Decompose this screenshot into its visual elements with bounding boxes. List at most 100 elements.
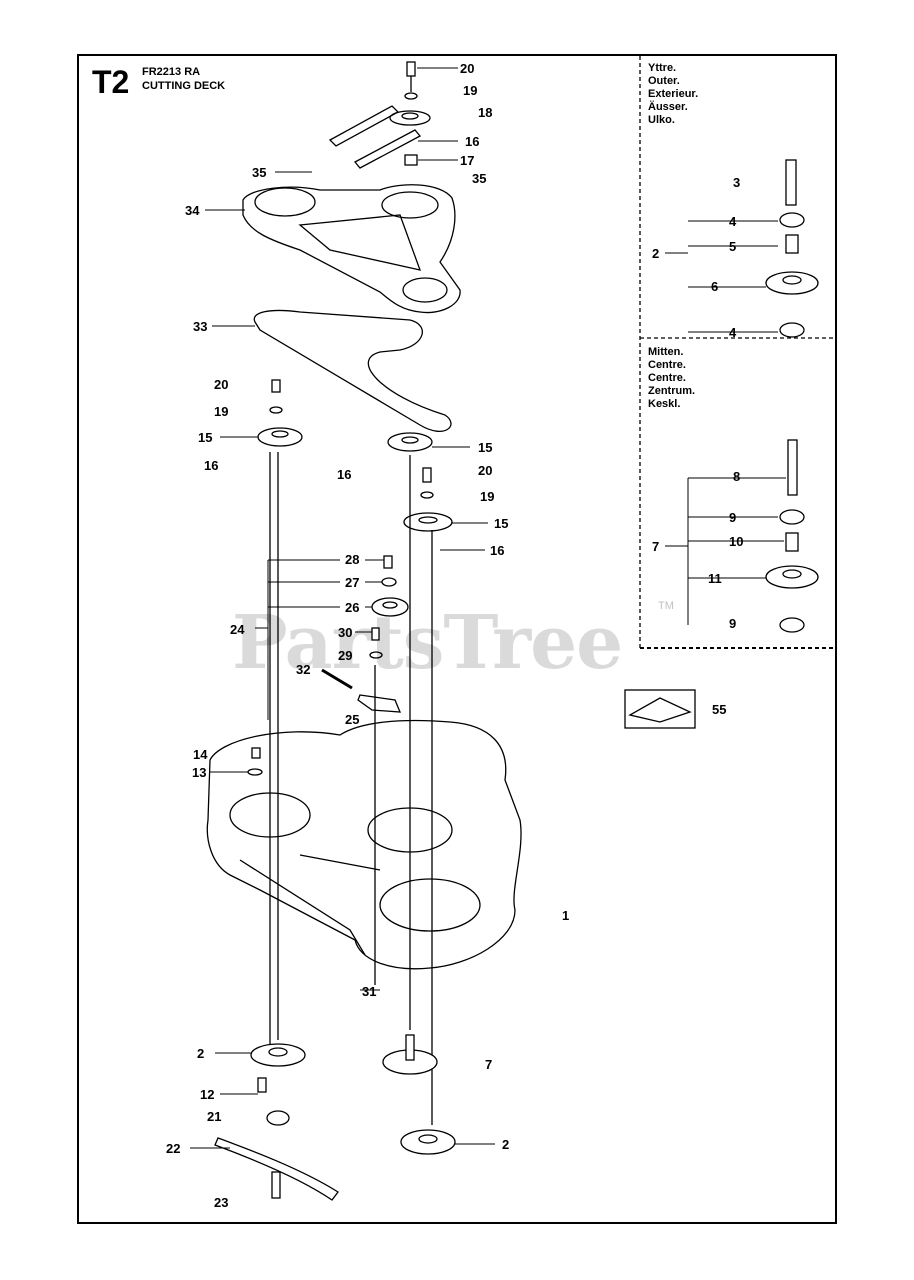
watermark: PartsTree [232,600,623,686]
bolt-14 [251,747,261,759]
inset-spacer-5 [785,234,799,254]
callout-7: 7 [485,1057,493,1072]
spindle-housing-2-right [400,1129,456,1155]
pulley-15-center-top [387,432,433,452]
callout-20: 20 [460,61,475,76]
callout-16: 16 [337,467,352,482]
callout-7: 7 [652,539,660,554]
tension-pulley-26 [371,597,409,617]
callout-12: 12 [200,1087,215,1102]
callout-35: 35 [472,171,487,186]
decal-55 [624,689,696,729]
inset-bearing-9-top [779,509,805,525]
callout-6: 6 [711,279,719,294]
trademark-mark: TM [658,600,674,612]
bearing-21 [266,1110,290,1126]
callout-20: 20 [214,377,229,392]
legend-center-fr: Centre. [648,372,686,384]
washer-19-center [420,491,434,499]
top-washer [404,92,418,100]
blade-bolt-23 [271,1171,281,1199]
callout-8: 8 [733,469,741,484]
callout-2: 2 [652,246,660,261]
callout-28: 28 [345,552,360,567]
legend-outer-fr: Exterieur. [648,88,699,100]
belt-guide-bracket [328,105,422,169]
bolt-20-left [271,379,281,393]
top-bolt [406,61,416,92]
callout-34: 34 [185,203,200,218]
spindle-housing-2-left [250,1043,306,1067]
callout-4: 4 [729,214,737,229]
blade-22 [214,1137,339,1201]
spring-32 [321,668,353,690]
callout-15: 15 [198,430,213,445]
belt-33 [253,309,452,432]
legend-outer-en: Outer. [648,75,680,87]
inset-bearing-9-bottom [779,617,805,633]
legend-center-fi: Keskl. [648,398,681,410]
diagram-title: CUTTING DECK [142,80,226,92]
callout-20: 20 [478,463,493,478]
inset-bearing-4-top [779,212,805,228]
callout-21: 21 [207,1109,222,1124]
callout-26: 26 [345,600,360,615]
bolt-30 [371,627,380,641]
spacer-17 [404,154,418,166]
bolt-20-center [422,467,432,483]
inset-bearing-4-bottom [779,322,805,338]
legend-center-sv: Mitten. [648,346,684,358]
callout-2: 2 [502,1137,510,1152]
belt-cover-34 [242,184,461,314]
pulley-15-center [403,512,453,532]
callout-30: 30 [338,625,353,640]
callout-31: 31 [362,984,377,999]
callout-35: 35 [252,165,267,180]
callout-9: 9 [729,616,737,631]
callout-16: 16 [490,543,505,558]
callout-15: 15 [494,516,509,531]
legend-center-de: Zentrum. [648,385,696,397]
bolt-28 [383,555,393,569]
spindle-housing-7-center [382,1034,438,1075]
callout-24: 24 [230,622,245,637]
callout-15: 15 [478,440,493,455]
washer-27 [381,577,397,587]
legend-outer-sv: Yttre. [648,62,677,74]
callout-22: 22 [166,1141,181,1156]
callout-55: 55 [712,702,727,717]
callout-18: 18 [478,105,493,120]
callout-19: 19 [463,83,478,98]
callout-32: 32 [296,662,311,677]
callout-11: 11 [708,571,722,586]
callout-9: 9 [729,510,737,525]
page-code: T2 [92,64,130,100]
inset-shaft-8 [787,439,798,496]
washer-29 [369,651,383,659]
callout-19: 19 [214,404,229,419]
callout-1: 1 [562,908,570,923]
callout-17: 17 [460,153,475,168]
top-pulley [389,110,431,126]
callout-2: 2 [197,1046,205,1061]
callout-10: 10 [729,534,744,549]
tension-arm-25 [357,694,402,713]
callout-19: 19 [480,489,495,504]
callout-14: 14 [193,747,208,762]
callout-16: 16 [465,134,480,149]
callout-3: 3 [733,175,741,190]
washer-19-left [269,406,283,414]
diagram-frame [77,54,837,1224]
inset-housing-11 [765,565,819,589]
legend-outer-fi: Ulko. [648,114,675,126]
callout-33: 33 [193,319,208,334]
key-12 [257,1077,267,1093]
inset-shaft-3 [785,159,797,206]
cutting-deck-1 [206,719,522,970]
callout-29: 29 [338,648,353,663]
callout-13: 13 [192,765,207,780]
callout-4: 4 [729,325,737,340]
inset-spacer-10 [785,532,799,552]
callout-27: 27 [345,575,360,590]
